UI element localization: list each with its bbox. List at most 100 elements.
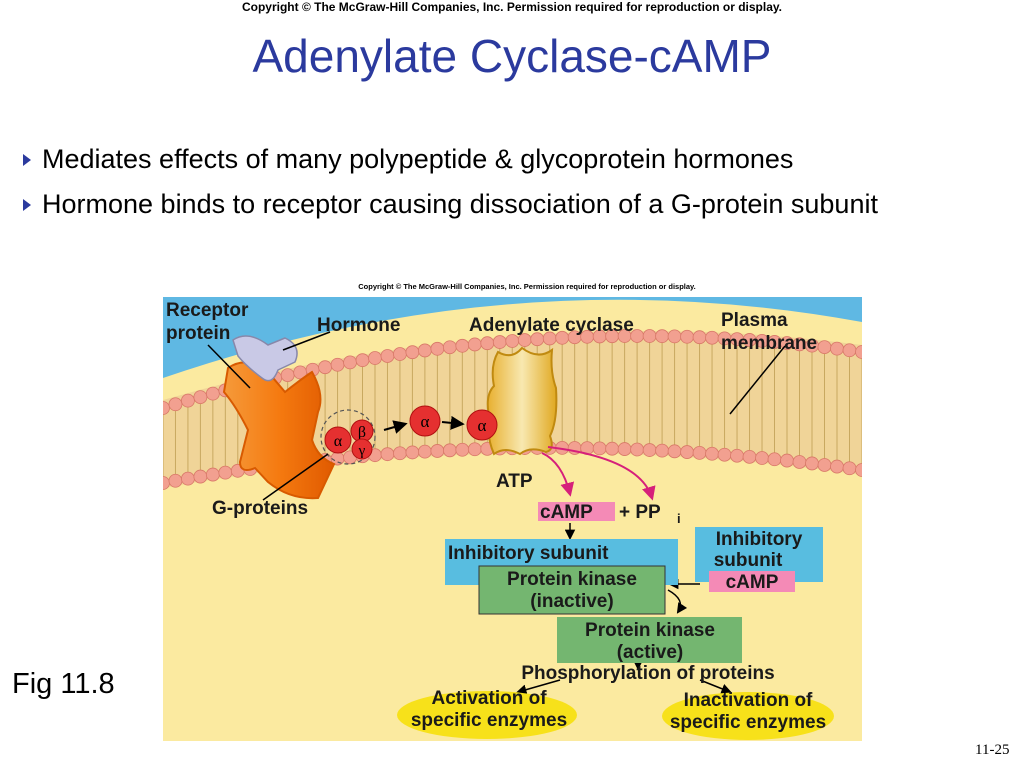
lipid-head [430, 341, 445, 356]
bullet-arrow-icon [23, 199, 31, 211]
lipid-head [393, 446, 407, 461]
lipid-head [193, 469, 208, 484]
camp-box [538, 502, 615, 521]
lipid-head [692, 330, 707, 345]
gamma-label: γ [358, 443, 366, 459]
lipid-head [655, 443, 669, 458]
inhibitory-camp-label: cAMP [726, 572, 779, 593]
lipid-head [480, 336, 495, 351]
lipid-head [667, 329, 682, 344]
dissociation-arrow [383, 420, 408, 434]
lipid-head [717, 447, 732, 462]
bullet-list: Mediates effects of many polypeptide & g… [20, 142, 1010, 232]
lipid-head [505, 334, 520, 348]
slide-title: Adenylate Cyclase-cAMP [252, 30, 772, 82]
lipid-head [393, 347, 407, 361]
activation-label: Activation of [431, 688, 547, 709]
plasma-membrane-label: Plasma [721, 310, 788, 331]
lipid-head [605, 441, 620, 456]
lipid-head [680, 329, 694, 344]
lipid-head [430, 444, 445, 458]
bullet-item: Mediates effects of many polypeptide & g… [20, 142, 1010, 177]
protein-kinase-active-label: (active) [617, 642, 684, 663]
lipid-head [205, 467, 220, 482]
protein-kinase-active-label: Protein kinase [585, 620, 715, 641]
lipid-head [168, 473, 183, 488]
plasma-membrane-label: membrane [721, 333, 817, 354]
lipid-head [318, 360, 332, 375]
inhibitory-camp-label: Inhibitory [716, 529, 803, 550]
lipid-head [642, 443, 657, 457]
lipid-head [442, 340, 457, 355]
g-alpha-free-1 [409, 405, 441, 437]
bullet-item: Hormone binds to receptor causing dissoc… [20, 187, 1010, 222]
bullet-text: Hormone binds to receptor causing dissoc… [42, 189, 878, 219]
protein-kinase-inactive-label: (inactive) [530, 591, 613, 612]
leader-lines [207, 331, 786, 501]
atp-label: ATP [496, 471, 533, 492]
g-protein-complex: α β γ α α [320, 405, 498, 465]
lipid-head [163, 401, 170, 415]
lipid-head [467, 337, 482, 352]
protein-kinase-inactive-box [478, 565, 666, 615]
lipid-head [355, 353, 370, 368]
lipid-head [592, 441, 607, 456]
lipid-head [680, 445, 694, 459]
receptor-label: protein [166, 323, 230, 344]
lipid-head [855, 345, 862, 359]
lipid-head [467, 442, 482, 457]
hormone-molecule [232, 335, 298, 382]
lipid-head [667, 444, 682, 459]
lipid-head [830, 341, 844, 356]
lipid-head [455, 338, 470, 353]
lipid-head [417, 343, 432, 358]
lipid-head [181, 471, 195, 486]
lipid-head [630, 442, 645, 457]
ppi-subscript: i [677, 511, 681, 526]
lipid-head [792, 455, 807, 469]
lipid-head [842, 343, 857, 358]
lipid-head [780, 453, 794, 468]
g-gamma-subunit [351, 438, 373, 460]
lipid-head [205, 386, 220, 401]
lipid-head [492, 335, 507, 349]
lipid-head [368, 351, 382, 365]
lipid-head [280, 368, 295, 383]
receptor-label: Receptor [166, 300, 249, 321]
cascade-arrows [515, 523, 732, 695]
protein-kinase-inactive-label: Protein kinase [507, 569, 637, 590]
lipid-head [642, 329, 657, 343]
adenylate-cyclase-protein [486, 346, 558, 456]
lipid-head [655, 329, 669, 344]
figure-copyright: Copyright © The McGraw-Hill Companies, I… [358, 282, 696, 291]
copyright-notice: Copyright © The McGraw-Hill Companies, I… [241, 0, 783, 14]
lipid-head [168, 397, 183, 412]
lipid-head [830, 459, 844, 474]
lipid-head [730, 448, 744, 463]
lipid-head [181, 393, 195, 408]
alpha-label: α [334, 433, 343, 450]
lipid-head [330, 357, 345, 372]
g-protein-outline [320, 409, 376, 465]
inhibitory-subunit-label: Inhibitory subunit [448, 543, 609, 564]
g-alpha-subunit [324, 426, 352, 454]
ppi-label: + PP [619, 502, 661, 523]
inhibitory-camp-pink-box [709, 571, 795, 592]
slide-number: 11-25 [975, 742, 1010, 758]
lipid-head [405, 345, 420, 360]
inactivation-ellipse [662, 692, 834, 740]
lipid-head [380, 349, 395, 363]
lipid-head [742, 449, 757, 464]
lipid-head [193, 390, 208, 404]
camp-label: cAMP [540, 502, 593, 523]
activation-ellipse [397, 691, 577, 739]
bullet-arrow-icon [23, 154, 31, 166]
activation-label: specific enzymes [411, 710, 567, 731]
adenylate-cyclase-label: Adenylate cyclase [469, 315, 634, 336]
lipid-head [380, 447, 395, 462]
lipid-head [755, 451, 769, 465]
inactivation-label: Inactivation of [684, 690, 813, 711]
bullet-text: Mediates effects of many polypeptide & g… [42, 144, 794, 174]
lipid-head [343, 355, 357, 370]
